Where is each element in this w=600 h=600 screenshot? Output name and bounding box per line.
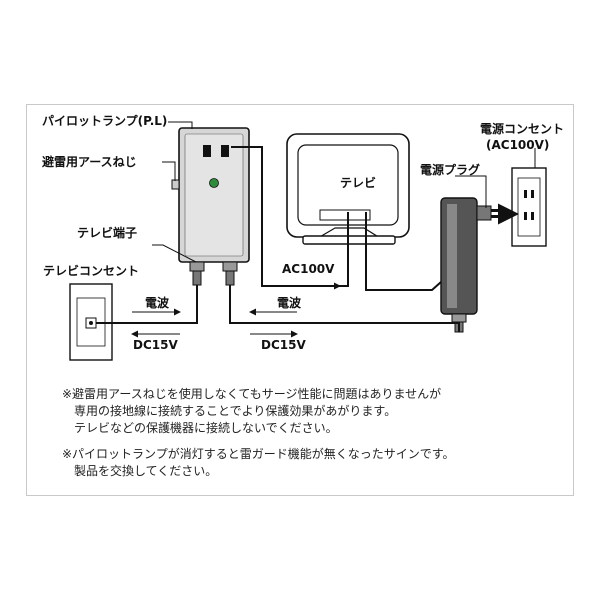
tv-terminal-label: テレビ端子 [77,226,138,240]
pilot-lamp-label: パイロットランプ(P.L) [42,114,168,128]
earth-screw-icon [171,179,180,190]
diagram-frame [26,104,574,496]
dc15v-left-label: DC15V [133,338,178,352]
surge-protector-device [171,127,250,286]
radio-wave-right-label: 電波 [277,296,302,310]
tv-icon [286,133,410,245]
dc15v-right-label: DC15V [261,338,306,352]
tv-terminal-connector [192,270,202,286]
power-outlet-voltage-label: (AC100V) [486,138,550,152]
note1-line1: ※避雷用アースねじを使用しなくてもサージ性能に問題はありませんが [62,387,442,401]
note1-line2: 専用の接地線に接続することでより保護効果があがります。 [74,404,397,418]
note1-line3: テレビなどの保護機器に接続しないでください。 [74,421,338,435]
radio-wave-left-label: 電波 [145,296,170,310]
ac100v-label: AC100V [282,262,335,276]
pilot-lamp-icon [209,178,219,188]
power-wall-outlet-icon [511,167,547,247]
note2-line1: ※パイロットランプが消灯すると雷ガード機能が無くなったサインです。 [62,447,455,461]
power-plug-label: 電源プラグ [420,163,481,177]
power-adapter-icon [440,197,499,333]
power-outlet-label: 電源コンセント [480,122,565,136]
tv-label: テレビ [340,176,377,190]
tv-outlet-label: テレビコンセント [43,264,140,278]
note2-line2: 製品を交換してください。 [74,464,218,478]
earth-screw-label: 避雷用アースねじ [42,155,137,169]
